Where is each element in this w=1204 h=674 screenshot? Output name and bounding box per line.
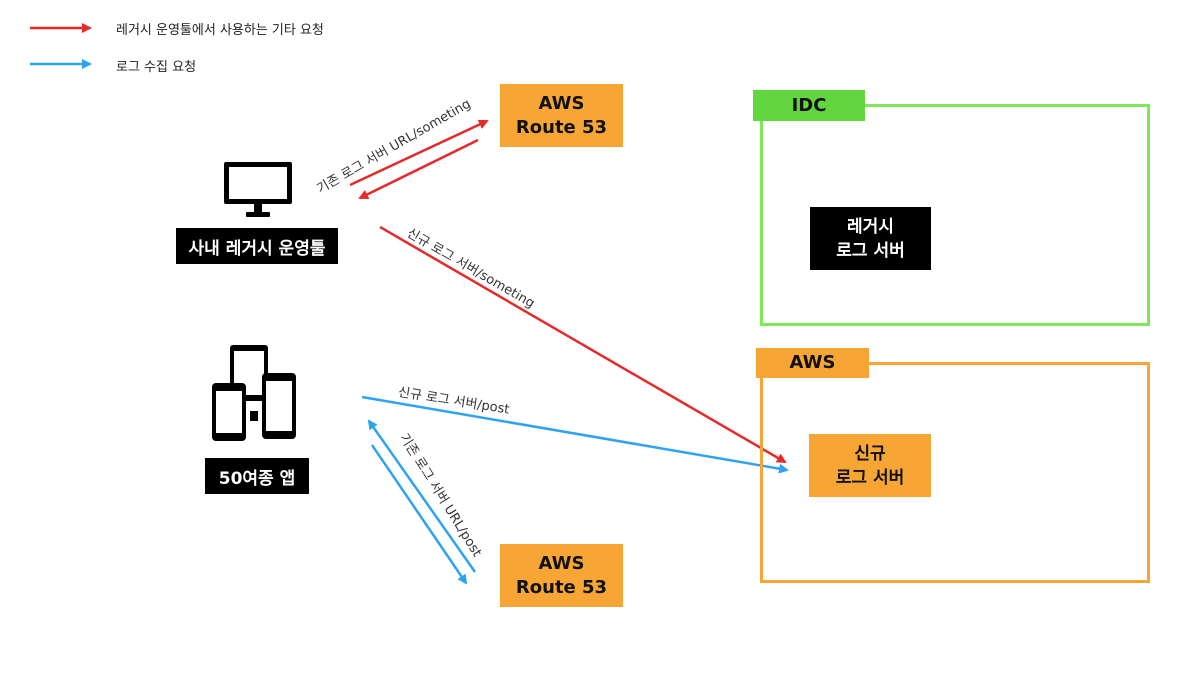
route53-bottom-box: AWS Route 53 — [500, 544, 623, 607]
idc-zone — [760, 104, 1150, 326]
legacy-log-server-box: 레거시 로그 서버 — [810, 207, 931, 270]
legacy-server-line1: 레거시 — [847, 216, 894, 237]
apps-label: 50여종 앱 — [205, 458, 309, 494]
monitor-icon — [224, 162, 292, 217]
route53-to-apps-arrow — [367, 419, 477, 573]
legacy-tool-label: 사내 레거시 운영툴 — [176, 228, 338, 264]
route53-top-line1: AWS — [538, 92, 585, 114]
idc-title-text: IDC — [791, 94, 827, 116]
route53-top-box: AWS Route 53 — [500, 84, 623, 147]
legacy-server-line2: 로그 서버 — [836, 240, 905, 261]
apps-to-route53-arrow — [370, 444, 468, 585]
legend-blue-label: 로그 수집 요청 — [116, 60, 197, 75]
route53-bottom-line1: AWS — [538, 552, 585, 574]
new-server-line1: 신규 — [854, 443, 886, 464]
aws-title-text: AWS — [789, 352, 836, 373]
aws-title: AWS — [756, 348, 869, 378]
new-log-server-box: 신규 로그 서버 — [809, 434, 931, 497]
legacy-to-new-server-arrow — [379, 225, 787, 464]
aws-zone — [760, 362, 1150, 583]
route53-top-line2: Route 53 — [515, 116, 608, 138]
route53-to-legacy-arrow — [358, 138, 479, 200]
legend-red-label: 레거시 운영툴에서 사용하는 기타 요청 — [116, 23, 324, 38]
mobile-devices-icon — [212, 345, 296, 441]
route53-bottom-line2: Route 53 — [515, 576, 608, 598]
new-server-line2: 로그 서버 — [835, 467, 905, 488]
apps-to-new-server-arrow — [361, 395, 789, 474]
idc-title: IDC — [753, 90, 865, 121]
legacy-to-route53-arrow — [349, 119, 489, 187]
